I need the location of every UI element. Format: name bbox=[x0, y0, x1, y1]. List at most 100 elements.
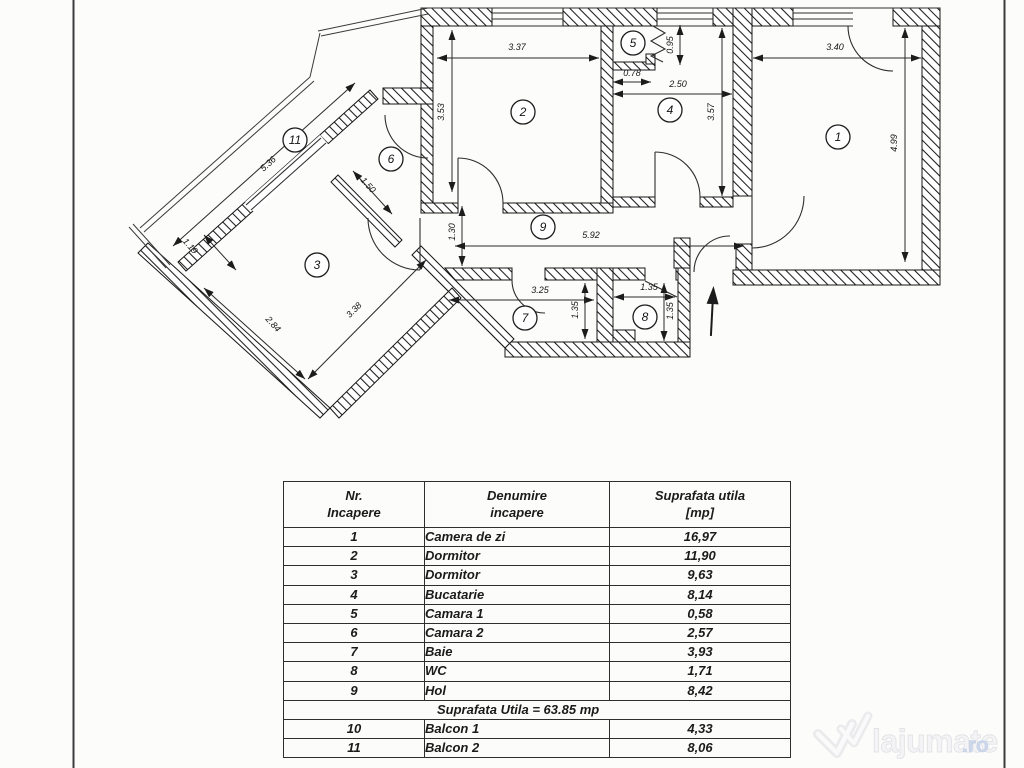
room-name-cell: WC bbox=[424, 661, 610, 682]
room-number: 7 bbox=[522, 311, 530, 325]
room-label-2: 2 bbox=[510, 99, 536, 125]
col-header-suprafata: Suprafata utila [mp] bbox=[609, 481, 791, 528]
dimension: 5.92 bbox=[455, 230, 744, 250]
room-name-cell: Camera de zi bbox=[424, 526, 610, 548]
room-name-cell: Baie bbox=[424, 642, 610, 663]
dimension: 4.99 bbox=[889, 28, 909, 262]
room-name-cell: Dormitor bbox=[424, 546, 610, 567]
room-name-cell: Bucatarie bbox=[424, 584, 610, 605]
dimension-label: 2.84 bbox=[263, 313, 283, 333]
dimension: 3.25 bbox=[449, 285, 594, 304]
room-name-cell: Balcon 2 bbox=[424, 738, 610, 759]
area-table: Nr. Incapere Denumire incapere Suprafata… bbox=[283, 481, 791, 759]
room-area-cell: 1,71 bbox=[609, 661, 791, 682]
dimension-label: 1.35 bbox=[570, 300, 580, 319]
total-area-row: Suprafata Utila = 63.85 mp bbox=[283, 699, 791, 721]
dimension: 5.36 bbox=[172, 82, 356, 247]
room-number-cell: 3 bbox=[283, 565, 425, 586]
col-header-nr: Nr. Incapere bbox=[283, 481, 425, 528]
north-arrow-icon bbox=[706, 286, 719, 337]
room-area-cell: 8,06 bbox=[609, 738, 791, 759]
col-header-suprafata-line1: Suprafata utila bbox=[654, 487, 746, 503]
dimension-label: 3.57 bbox=[706, 102, 716, 121]
col-header-denumire: Denumire incapere bbox=[424, 481, 610, 528]
dimension-label: 3.53 bbox=[436, 103, 446, 121]
dimension-label: 1.30 bbox=[447, 223, 457, 241]
door-room1 bbox=[751, 195, 805, 249]
dimension: 3.37 bbox=[437, 42, 599, 62]
room-area-cell: 8,42 bbox=[609, 680, 791, 701]
watermark-tld: .ro bbox=[962, 734, 989, 757]
facade-windows bbox=[421, 7, 940, 27]
room-labels-layer: 1 2 3 4 5 6 7 8 9 11 bbox=[282, 30, 851, 331]
dimension-label: 3.37 bbox=[508, 42, 527, 52]
dimension: 1.35 bbox=[614, 282, 675, 301]
dimension: 3.57 bbox=[706, 28, 726, 196]
room-area-cell: 11,90 bbox=[609, 546, 791, 567]
walls bbox=[137, 7, 941, 419]
lajumate-logo-icon bbox=[813, 711, 873, 758]
door-room2 bbox=[457, 157, 504, 204]
watermark: lajumate .ro bbox=[813, 711, 999, 759]
room-number-cell: 10 bbox=[283, 719, 425, 740]
dimension: 0.78 bbox=[613, 68, 651, 86]
dimension-label: 1.50 bbox=[359, 175, 378, 195]
dimension-label: 0.78 bbox=[623, 68, 641, 78]
door-room4 bbox=[654, 151, 701, 198]
room-area-cell: 8,14 bbox=[609, 584, 791, 605]
col-header-nr-line2: Incapere bbox=[327, 504, 381, 520]
room-number-cell: 1 bbox=[283, 526, 425, 548]
room-number-cell: 11 bbox=[283, 738, 425, 759]
room-number: 4 bbox=[667, 103, 674, 117]
col-header-suprafata-line2: [mp] bbox=[685, 504, 715, 520]
dimension: 1.35 bbox=[660, 283, 675, 341]
door-entry bbox=[693, 235, 731, 273]
room-number: 11 bbox=[289, 133, 301, 147]
room-number-cell: 6 bbox=[283, 623, 425, 644]
col-header-nr-line1: Nr. bbox=[345, 487, 363, 503]
table-header-row: Nr. Incapere Denumire incapere Suprafata… bbox=[283, 481, 791, 528]
room-number-cell: 2 bbox=[283, 546, 425, 567]
room-label-11: 11 bbox=[282, 127, 308, 153]
room-area-cell: 9,63 bbox=[609, 565, 791, 586]
dimension-label: 2.50 bbox=[668, 79, 687, 89]
room-number: 9 bbox=[540, 220, 547, 234]
room-area-cell: 3,93 bbox=[609, 642, 791, 663]
room-area-cell: 2,57 bbox=[609, 623, 791, 644]
room-label-9: 9 bbox=[530, 214, 556, 240]
room-label-3: 3 bbox=[304, 252, 330, 278]
room-label-1: 1 bbox=[825, 124, 851, 150]
room-number: 6 bbox=[388, 152, 395, 166]
dimension-label: 3.38 bbox=[344, 300, 363, 319]
dimension: 3.40 bbox=[753, 42, 921, 62]
room-name-cell: Dormitor bbox=[424, 565, 610, 586]
room-label-5: 5 bbox=[620, 30, 646, 56]
dimension: 3.38 bbox=[307, 259, 427, 380]
dimension-label: 1.35 bbox=[640, 282, 659, 292]
dimension: 2.50 bbox=[613, 79, 732, 98]
room-number: 3 bbox=[314, 258, 321, 272]
room-number: 1 bbox=[835, 130, 842, 144]
room-label-8: 8 bbox=[632, 304, 658, 330]
room-label-4: 4 bbox=[657, 97, 683, 123]
door-room6 bbox=[384, 114, 429, 159]
room-label-6: 6 bbox=[378, 146, 404, 172]
room-name-cell: Balcon 1 bbox=[424, 719, 610, 740]
dimension-label: 4.99 bbox=[889, 134, 899, 152]
dimension: 2.84 bbox=[203, 287, 306, 380]
room-area-cell: 0,58 bbox=[609, 603, 791, 625]
dimension-label: 0.95 bbox=[665, 35, 675, 54]
room-number-cell: 8 bbox=[283, 661, 425, 682]
room-number: 5 bbox=[630, 36, 637, 50]
room-number: 2 bbox=[519, 105, 527, 119]
